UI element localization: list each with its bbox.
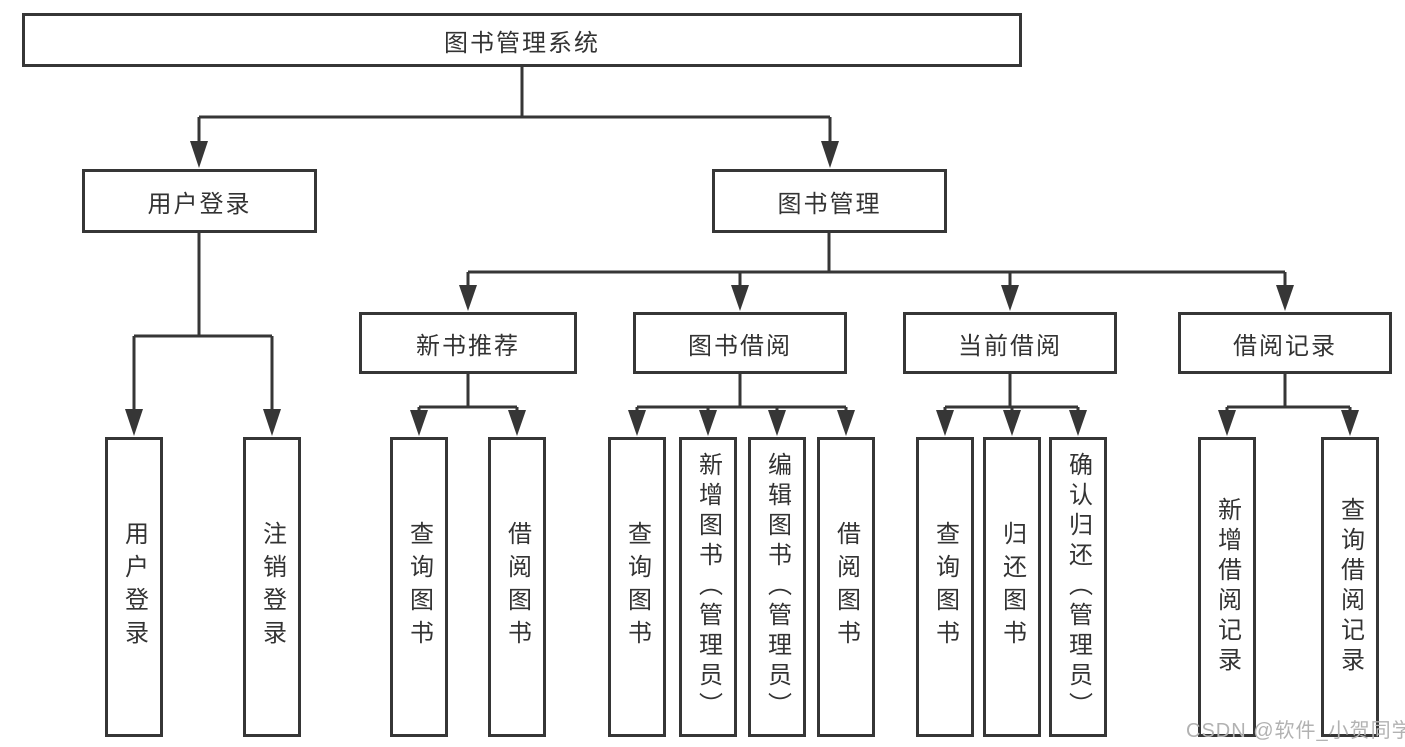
arrowhead xyxy=(768,410,786,436)
node-new-book-recommend: 新书推荐 xyxy=(359,312,577,374)
node-user-login: 用户登录 xyxy=(82,169,317,233)
arrowhead xyxy=(837,410,855,436)
node-book-borrowing: 图书借阅 xyxy=(633,312,847,374)
leaf-label: 借阅图书 xyxy=(503,521,531,653)
leaf-query-books-borrowing: 查询图书 xyxy=(608,437,666,737)
node-label: 图书管理 xyxy=(777,190,882,218)
node-root: 图书管理系统 xyxy=(22,13,1022,67)
leaf-add-book-admin: 新增图书（管理员） xyxy=(679,437,737,737)
arrowhead xyxy=(1276,285,1294,311)
leaf-label: 注销登录 xyxy=(258,521,286,653)
leaf-query-books-current: 查询图书 xyxy=(916,437,974,737)
arrowhead xyxy=(459,285,477,311)
arrowhead xyxy=(936,410,954,436)
node-label: 图书借阅 xyxy=(688,332,792,360)
arrowhead xyxy=(1001,285,1019,311)
leaf-label: 查询图书 xyxy=(931,521,959,653)
connector xyxy=(1225,374,1352,412)
leaf-user-login: 用户登录 xyxy=(105,437,163,737)
leaf-add-borrow-record: 新增借阅记录 xyxy=(1198,437,1256,737)
arrowhead xyxy=(821,141,839,168)
connector xyxy=(466,233,1287,287)
leaf-edit-book-admin: 编辑图书（管理员） xyxy=(748,437,806,737)
node-label: 图书管理系统 xyxy=(444,29,600,57)
node-book-management: 图书管理 xyxy=(712,169,947,233)
arrowhead xyxy=(1341,410,1359,436)
connector xyxy=(943,374,1080,412)
arrowhead xyxy=(263,409,281,436)
arrowhead xyxy=(410,410,428,436)
node-borrow-records: 借阅记录 xyxy=(1178,312,1392,374)
leaf-label: 确认归还（管理员） xyxy=(1064,452,1092,722)
arrowhead xyxy=(699,410,717,436)
arrowhead xyxy=(508,410,526,436)
leaf-query-borrow-record: 查询借阅记录 xyxy=(1321,437,1379,737)
leaf-logout: 注销登录 xyxy=(243,437,301,737)
leaf-label: 新增图书（管理员） xyxy=(694,452,722,722)
arrowhead xyxy=(1003,410,1021,436)
leaf-label: 查询图书 xyxy=(405,521,433,653)
leaf-borrow-books-borrowing: 借阅图书 xyxy=(817,437,875,737)
leaf-label: 用户登录 xyxy=(120,521,148,653)
arrowhead xyxy=(731,285,749,311)
arrowhead xyxy=(628,410,646,436)
node-label: 当前借阅 xyxy=(958,332,1062,360)
arrowhead xyxy=(190,141,208,168)
node-current-borrowing: 当前借阅 xyxy=(903,312,1117,374)
arrowhead xyxy=(1069,410,1087,436)
leaf-label: 编辑图书（管理员） xyxy=(763,452,791,722)
arrowhead xyxy=(125,409,143,436)
leaf-label: 查询借阅记录 xyxy=(1336,497,1364,677)
leaf-confirm-return-admin: 确认归还（管理员） xyxy=(1049,437,1107,737)
leaf-borrow-books-recommend: 借阅图书 xyxy=(488,437,546,737)
leaf-label: 查询图书 xyxy=(623,521,651,653)
arrowhead xyxy=(1218,410,1236,436)
connector xyxy=(132,233,274,411)
csdn-watermark: CSDN @软件_小贺同学 xyxy=(1186,720,1405,742)
leaf-return-books: 归还图书 xyxy=(983,437,1041,737)
node-label: 用户登录 xyxy=(147,190,252,218)
node-label: 新书推荐 xyxy=(416,332,520,360)
node-label: 借阅记录 xyxy=(1233,332,1337,360)
connector xyxy=(417,374,519,412)
connector xyxy=(197,67,832,144)
connector xyxy=(635,374,848,412)
leaf-label: 借阅图书 xyxy=(832,521,860,653)
leaf-query-books-recommend: 查询图书 xyxy=(390,437,448,737)
leaf-label: 新增借阅记录 xyxy=(1213,497,1241,677)
leaf-label: 归还图书 xyxy=(998,521,1026,653)
